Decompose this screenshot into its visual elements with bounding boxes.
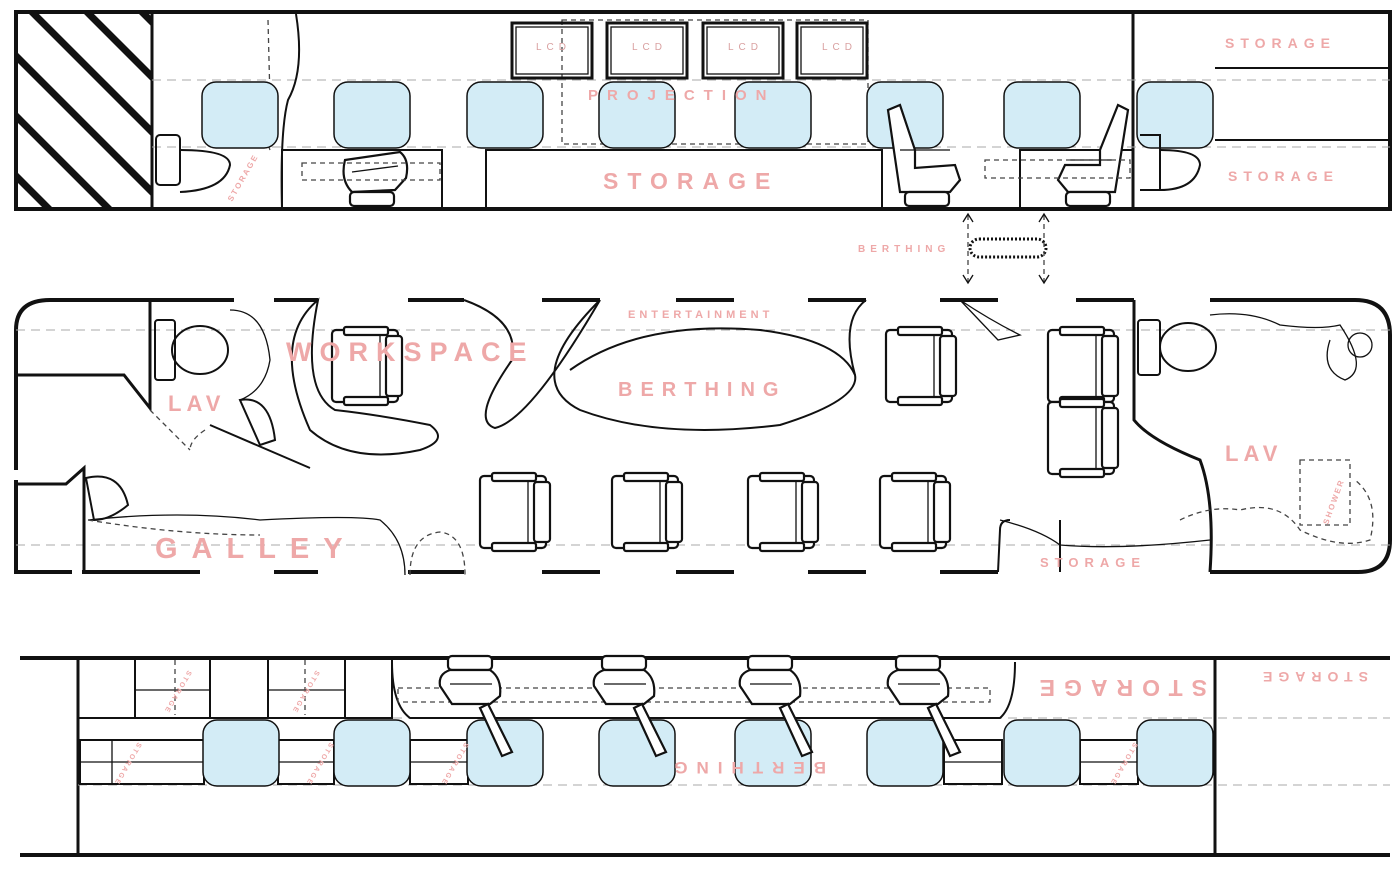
bottom-elevation: STORAGE STORAGE BERTHING STORAGE STORAGE… (20, 654, 1390, 857)
lav-toilet (154, 319, 176, 381)
lcd-panel (510, 21, 594, 80)
label-galley: GALLEY (155, 533, 357, 565)
berth-indicator (968, 237, 1048, 259)
seats-side-inverted (438, 654, 962, 758)
lcd-panel (795, 21, 869, 80)
window (333, 81, 411, 149)
window (202, 719, 280, 787)
label-storage-small: STORAGE (439, 741, 469, 787)
lcd-label: LCD (536, 42, 571, 53)
window (466, 81, 544, 149)
window (598, 81, 676, 149)
seat-side-icon (438, 654, 514, 758)
label-lav: LAV (1225, 441, 1282, 466)
armchair-icon (884, 325, 958, 407)
lcd-label: LCD (728, 42, 763, 53)
window (866, 719, 944, 787)
workspace-desk (290, 297, 439, 456)
label-projection: PROJECTION (588, 87, 776, 104)
label-storage: STORAGE (1040, 555, 1146, 570)
seat-side-view (984, 103, 1131, 208)
armchair-icon (746, 471, 820, 553)
armchair-icon (478, 471, 552, 553)
seat-side-icon (738, 654, 814, 758)
armchair-icon (1046, 325, 1120, 407)
label-berthing: BERTHING (665, 758, 826, 777)
label-storage: STORAGE (1257, 669, 1368, 685)
label-workspace: WORKSPACE (286, 337, 535, 367)
armchair-icon (1046, 397, 1120, 479)
label-entertainment: ENTERTAINMENT (628, 309, 773, 321)
berthing-popout: BERTHING (858, 212, 1050, 285)
label-berthing: BERTHING (618, 379, 786, 401)
window (1136, 719, 1214, 787)
top-elevation: LCD LCD LCD LCD (14, 10, 1392, 211)
armchair-icon (610, 471, 684, 553)
label-lav: LAV (168, 391, 225, 416)
window (1003, 81, 1081, 149)
seat-side-icon (592, 654, 668, 758)
seat-side-view (301, 150, 441, 208)
label-storage: STORAGE (1228, 168, 1339, 184)
label-shower: SHOWER (1321, 478, 1346, 526)
lcd-label: LCD (822, 42, 857, 53)
windows-top (201, 81, 1214, 149)
lcd-label: LCD (632, 42, 667, 53)
seat-side-view (886, 103, 962, 208)
seat-side-icon (886, 654, 962, 758)
lcd-panel (605, 21, 689, 80)
label-storage: STORAGE (1225, 35, 1336, 51)
hatched-bulkhead (18, 14, 152, 207)
window (201, 81, 279, 149)
window (333, 719, 411, 787)
window (734, 81, 812, 149)
label-berthing: BERTHING (858, 244, 950, 255)
label-storage: STORAGE (603, 168, 779, 194)
label-storage-small: STORAGE (162, 669, 192, 715)
floor-plan: WORKSPACE BERTHING ENTERTAINMENT LAV LAV… (14, 297, 1392, 576)
label-storage-small: STORAGE (226, 152, 261, 203)
lav-wall-curve (280, 13, 301, 210)
lcd-panels: LCD LCD LCD LCD (510, 21, 869, 80)
armchair-icon (878, 471, 952, 553)
label-storage: STORAGE (1031, 675, 1207, 701)
label-storage-small: STORAGE (304, 741, 334, 787)
window (1003, 719, 1081, 787)
armchair-icon (330, 325, 404, 407)
window (1136, 81, 1214, 149)
lcd-panel (701, 21, 785, 80)
projection-screen-outline (561, 19, 869, 145)
lav-toilet (1137, 319, 1161, 376)
lounge-seats (330, 325, 1120, 553)
toilet-side (155, 134, 181, 186)
label-storage-small: STORAGE (112, 741, 142, 787)
label-storage-small: STORAGE (1108, 741, 1138, 787)
